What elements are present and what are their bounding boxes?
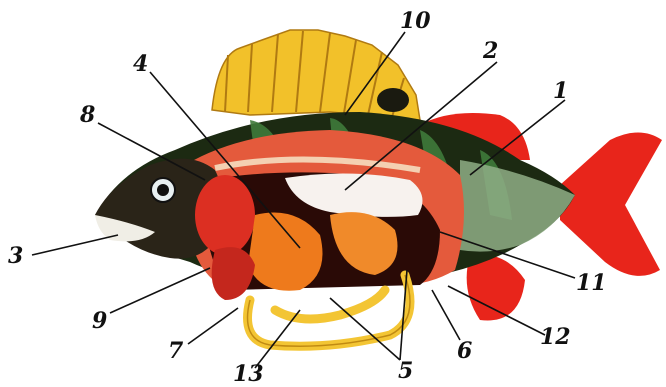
label-11: 11 (576, 272, 607, 294)
leader-6 (432, 290, 460, 340)
leader-7 (188, 308, 238, 344)
label-1: 1 (553, 80, 568, 102)
label-3: 3 (8, 245, 23, 267)
leader-9 (110, 268, 210, 313)
label-5: 5 (398, 360, 413, 382)
gills (195, 175, 255, 255)
leader-3 (32, 235, 118, 255)
label-10: 10 (400, 10, 431, 32)
label-9: 9 (92, 310, 107, 332)
pupil (157, 184, 169, 196)
tail-fin (560, 133, 662, 276)
label-6: 6 (457, 340, 472, 362)
label-13: 13 (233, 363, 264, 385)
heart (212, 247, 255, 300)
label-8: 8 (80, 104, 95, 126)
dorsal-fin-spot (377, 88, 409, 112)
label-2: 2 (483, 40, 498, 62)
label-12: 12 (540, 326, 571, 348)
flank (460, 160, 575, 252)
label-4: 4 (133, 53, 148, 75)
label-7: 7 (168, 340, 183, 362)
